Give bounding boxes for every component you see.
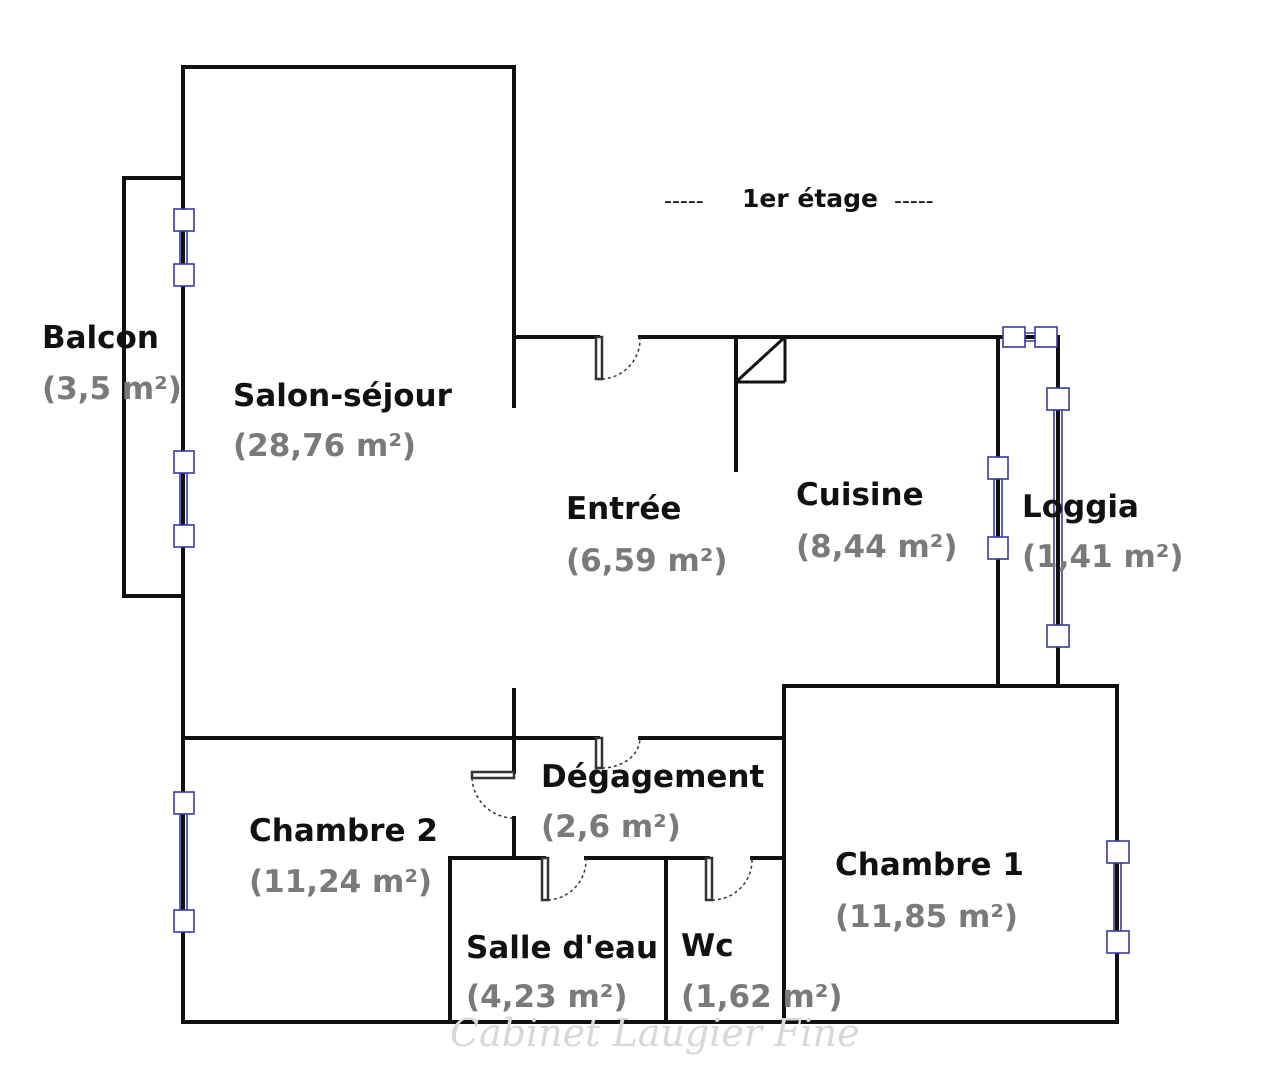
room-area-cuisine: (8,44 m²) (796, 529, 958, 565)
room-area-salon: (28,76 m²) (233, 428, 416, 464)
door (470, 770, 516, 780)
window (987, 456, 1009, 480)
window (1106, 930, 1130, 954)
window (173, 450, 195, 474)
door-swing (711, 857, 753, 901)
window (173, 208, 195, 232)
room-labels: Balcon (3,5 m²) Salon-séjour (28,76 m²) … (42, 320, 1184, 1015)
windows (173, 208, 1130, 954)
door (540, 856, 550, 902)
room-name-salle-eau: Salle d'eau (466, 930, 658, 966)
door (594, 736, 604, 770)
door-swing (601, 336, 641, 380)
room-area-degagement: (2,6 m²) (541, 809, 681, 845)
room-name-loggia: Loggia (1022, 489, 1139, 525)
window (173, 263, 195, 287)
room-name-chambre2: Chambre 2 (249, 813, 438, 849)
door-swing (547, 857, 587, 901)
room-name-wc: Wc (681, 928, 734, 964)
room-area-loggia: (1,41 m²) (1022, 539, 1184, 575)
room-area-chambre1: (11,85 m²) (835, 899, 1018, 935)
window (1106, 840, 1130, 864)
cupboard (734, 335, 787, 384)
door-swing (471, 777, 515, 819)
door (594, 335, 604, 381)
window (987, 536, 1009, 560)
room-area-balcon: (3,5 m²) (42, 371, 182, 407)
room-area-salle-eau: (4,23 m²) (466, 979, 628, 1015)
floor-title: ----- 1er étage ----- (664, 184, 934, 214)
room-name-balcon: Balcon (42, 320, 159, 356)
room-name-entree: Entrée (566, 491, 681, 527)
window (173, 524, 195, 548)
room-area-chambre2: (11,24 m²) (249, 864, 432, 900)
window (1046, 624, 1070, 648)
watermark: Cabinet Laugier Fine (450, 1011, 860, 1055)
doors (470, 335, 753, 902)
window (1034, 326, 1058, 348)
door-swing (601, 737, 641, 769)
window (1002, 326, 1026, 348)
window (1046, 387, 1070, 411)
room-name-degagement: Dégagement (541, 759, 764, 795)
room-area-wc: (1,62 m²) (681, 979, 843, 1015)
room-name-chambre1: Chambre 1 (835, 847, 1024, 883)
title-dash-right: ----- (894, 189, 934, 214)
room-area-entree: (6,59 m²) (566, 543, 728, 579)
room-name-salon: Salon-séjour (233, 378, 453, 414)
door (704, 856, 714, 902)
window (173, 791, 195, 815)
title-dash-left: ----- (664, 189, 704, 214)
window (173, 909, 195, 933)
room-name-cuisine: Cuisine (796, 477, 924, 513)
floor-title-text: 1er étage (742, 184, 878, 213)
